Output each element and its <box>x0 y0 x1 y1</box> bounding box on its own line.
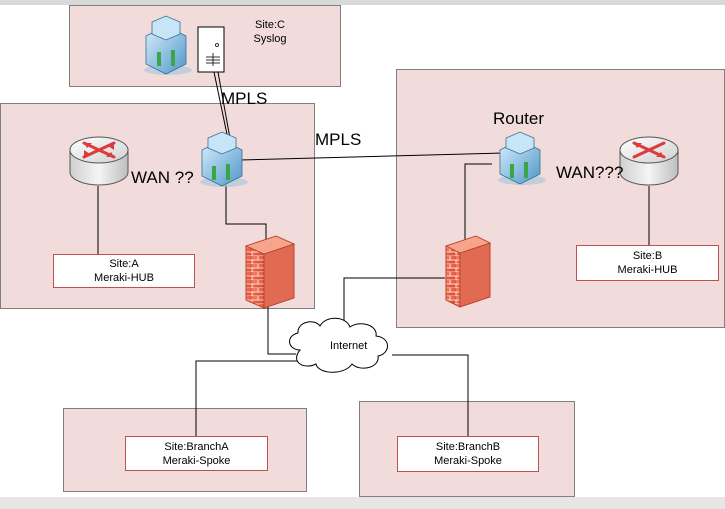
mpls-label-vertical: MPLS <box>221 89 268 108</box>
site-b-role: Meraki-HUB <box>617 264 678 276</box>
site-a-label: Site:A Meraki-HUB <box>53 254 195 288</box>
branch-b-role: Meraki-Spoke <box>434 455 502 467</box>
internet-label: Internet <box>330 340 368 352</box>
mpls-label-horizontal: MPLS <box>315 130 362 149</box>
syslog-device-icon <box>197 26 225 73</box>
router-icon-a <box>69 136 129 186</box>
server-building-icon-c <box>144 15 192 75</box>
branch-a-label: Site:BranchA Meraki-Spoke <box>125 436 268 471</box>
server-building-icon-a <box>200 131 248 187</box>
site-b-name: Site:B <box>632 250 663 262</box>
router-icon-b <box>619 136 679 186</box>
site-c-name: Site:C <box>255 19 285 31</box>
branch-a-role: Meraki-Spoke <box>162 454 231 467</box>
site-a-role: Meraki-HUB <box>94 272 154 284</box>
wan-label-a: WAN ?? <box>131 168 194 187</box>
branch-a-name: Site:BranchA <box>164 440 229 453</box>
site-c-role: Syslog <box>253 33 287 45</box>
branch-b-label: Site:BranchB Meraki-Spoke <box>397 436 539 472</box>
firewall-icon-a <box>244 235 296 309</box>
server-building-icon-b <box>498 131 546 185</box>
wan-label-b: WAN??? <box>556 163 624 182</box>
site-b-label: Site:B Meraki-HUB <box>576 245 719 281</box>
top-bar <box>0 0 725 5</box>
firewall-icon-b <box>444 235 492 308</box>
site-c-label: Site:C Syslog <box>240 18 300 46</box>
site-a-name: Site:A <box>109 258 139 270</box>
router-label: Router <box>493 109 545 128</box>
bottom-bar <box>0 497 725 509</box>
cloud-icon <box>289 317 388 373</box>
branch-b-name: Site:BranchB <box>435 441 501 453</box>
